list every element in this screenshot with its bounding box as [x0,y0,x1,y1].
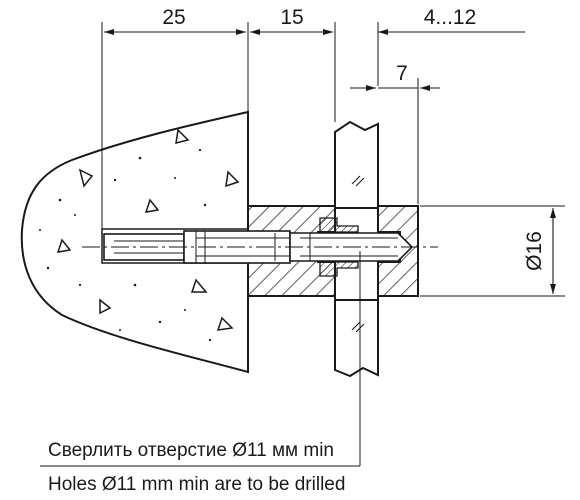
note-leader [40,251,361,467]
dim-4-12-label: 4...12 [424,6,477,29]
dim-25-label: 25 [162,6,185,29]
rubber-washers [319,217,359,277]
dimension-lines [104,29,556,294]
dim-15-label: 15 [280,6,303,29]
concrete-dots [39,148,237,342]
concrete-aggregate [56,128,240,331]
note-russian: Сверлить отверстие Ø11 мм min [48,440,334,461]
dim-16-label: Ø16 [523,231,546,271]
spacer-sleeve [247,205,336,297]
note-english: Holes Ø11 mm min are to be drilled [48,474,346,495]
cap-nut [377,205,419,297]
dim-7-label: 7 [396,62,408,85]
